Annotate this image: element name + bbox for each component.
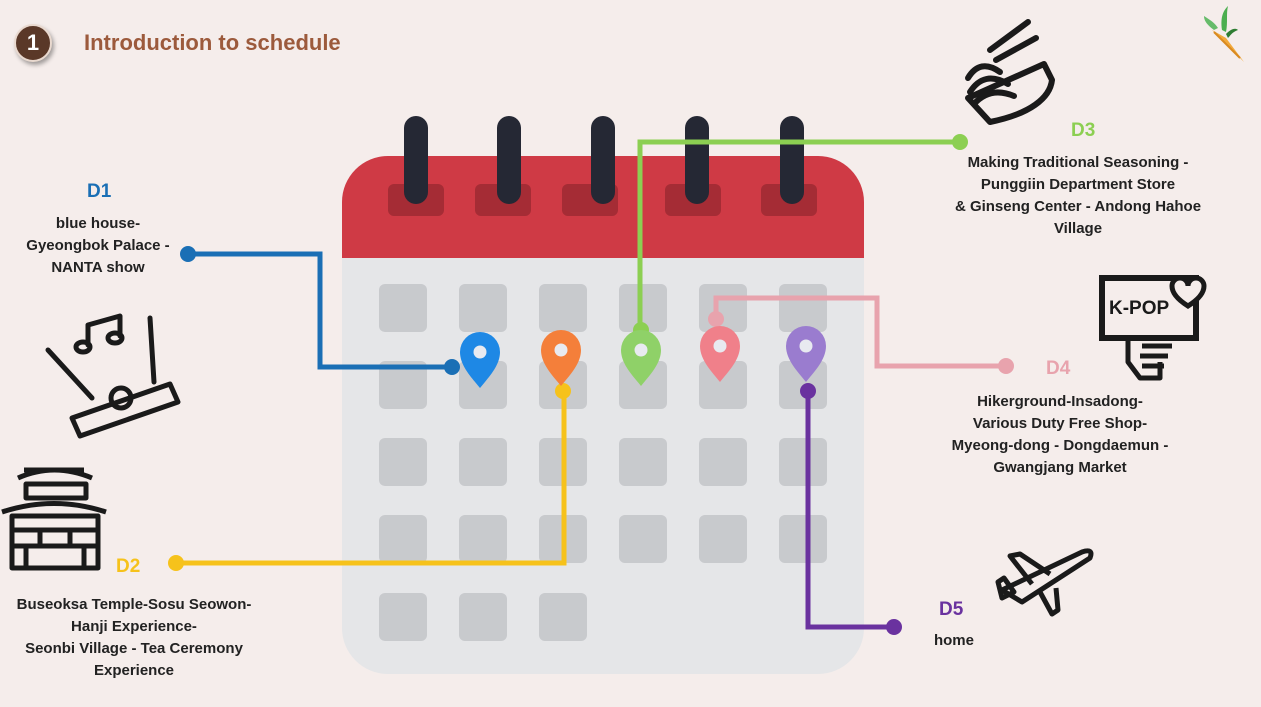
calendar-cell <box>699 438 747 486</box>
day-text-d5: home <box>933 632 974 649</box>
airplane-icon <box>995 548 1094 617</box>
calendar-cell <box>779 284 827 332</box>
day-text-d4: Hikerground-Insadong- Various Duty Free … <box>951 393 1169 476</box>
calendar-cell <box>379 361 427 409</box>
page-title: Introduction to schedule <box>84 30 341 55</box>
day-text-d3: Making Traditional Seasoning - Punggiin … <box>954 154 1202 237</box>
traditional-building-icon <box>1 467 107 571</box>
day-label-d3: D3 <box>1071 120 1096 141</box>
day-text-d2: Buseoksa Temple-Sosu Seowon- Hanji Exper… <box>16 596 252 679</box>
calendar-cell <box>539 593 587 641</box>
music-performance-icon <box>45 313 181 439</box>
map-pin-orange-icon <box>541 330 581 386</box>
connector-d4 <box>708 295 1014 374</box>
calendar-cell <box>379 593 427 641</box>
connector-d5 <box>800 383 902 635</box>
connector-d2 <box>168 383 571 571</box>
connector-d1 <box>180 246 460 375</box>
calendar-cell <box>379 284 427 332</box>
calendar-cell <box>379 438 427 486</box>
map-pin-green-icon <box>621 330 661 386</box>
carrot-logo-icon <box>1204 6 1244 62</box>
calendar-cell <box>459 515 507 563</box>
step-number-badge: 1 <box>14 24 52 62</box>
map-pin-purple-icon <box>786 326 826 382</box>
calendar-cell <box>619 284 667 332</box>
calendar-cell <box>699 361 747 409</box>
calendar-cell <box>619 515 667 563</box>
kpop-sign-text: K-POP <box>1109 298 1170 319</box>
day-label-d1: D1 <box>87 181 112 202</box>
calendar-cell <box>699 515 747 563</box>
calendar-rings <box>388 116 817 216</box>
calendar-cell <box>459 438 507 486</box>
calendar-cell <box>619 438 667 486</box>
calendar-cell <box>779 438 827 486</box>
day-label-d5: D5 <box>939 599 964 620</box>
calendar-cell <box>779 515 827 563</box>
calendar-icon <box>342 116 864 674</box>
calendar-cell <box>379 515 427 563</box>
map-pin-blue-icon <box>460 332 500 388</box>
day-text-d1: blue house- Gyeongbok Palace - NANTA sho… <box>26 215 170 276</box>
map-pin-pink-icon <box>700 326 740 382</box>
day-label-d4: D4 <box>1046 358 1071 379</box>
calendar-cell <box>459 284 507 332</box>
kpop-sign-icon: K-POP <box>1099 275 1207 381</box>
calendar-cell <box>459 593 507 641</box>
day-label-d2: D2 <box>116 556 141 577</box>
calendar-cell <box>699 284 747 332</box>
calendar-cell <box>539 284 587 332</box>
noodle-bowl-icon <box>965 19 1055 125</box>
